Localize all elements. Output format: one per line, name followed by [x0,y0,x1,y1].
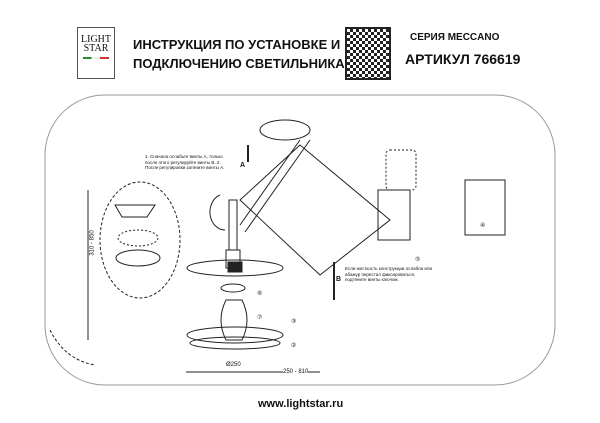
wall-bracket [377,189,411,241]
callout-3: ③ [291,319,297,325]
callout-7: ⑦ [257,315,263,321]
note-screws-b: Если жесткость конструкции ослабла или а… [345,266,432,282]
callout-5: ⑤ [415,257,421,263]
italian-flag-stripe [83,57,109,59]
series-label: СЕРИЯ MECCANO [410,32,500,43]
arm-joint [259,119,311,141]
title-line-2: ПОДКЛЮЧЕНИЮ СВЕТИЛЬНИКА [133,56,345,71]
logo-line: LIGHT [81,34,111,45]
label-a: A [240,162,246,169]
website-link[interactable]: www.lightstar.ru [258,398,344,410]
brand-logo: LIGHT STAR [77,27,115,79]
frame-outline [44,94,556,386]
label-b: B [336,276,342,283]
callout-6: ⑥ [257,291,263,297]
pivot [209,194,226,231]
pyramid-shade [239,144,391,276]
detail-callout [385,149,417,191]
title-line-1: ИНСТРУКЦИЯ ПО УСТАНОВКЕ И [133,37,341,52]
callout-4: ④ [480,223,486,229]
detail-oval [99,181,181,299]
arm [239,139,301,226]
lower-disc [186,326,284,344]
qr-code [345,27,391,80]
document-title: ИНСТРУКЦИЯ ПО УСТАНОВКЕ И ПОДКЛЮЧЕНИЮ СВ… [133,35,345,73]
wall-plate [464,179,506,236]
height-dimension: 310 - 850 [89,230,96,256]
bulb [220,299,248,341]
logo-line: STAR [83,43,109,54]
diameter-dimension: Ø250 [226,362,241,368]
article-number: АРТИКУЛ 766619 [405,51,521,67]
upper-disc [186,259,284,277]
callout-2: ② [291,343,297,349]
note-screws-a: 1. Сначала ослабьте винты A, только посл… [145,154,225,170]
width-dimension: 250 - 810 [283,369,309,375]
